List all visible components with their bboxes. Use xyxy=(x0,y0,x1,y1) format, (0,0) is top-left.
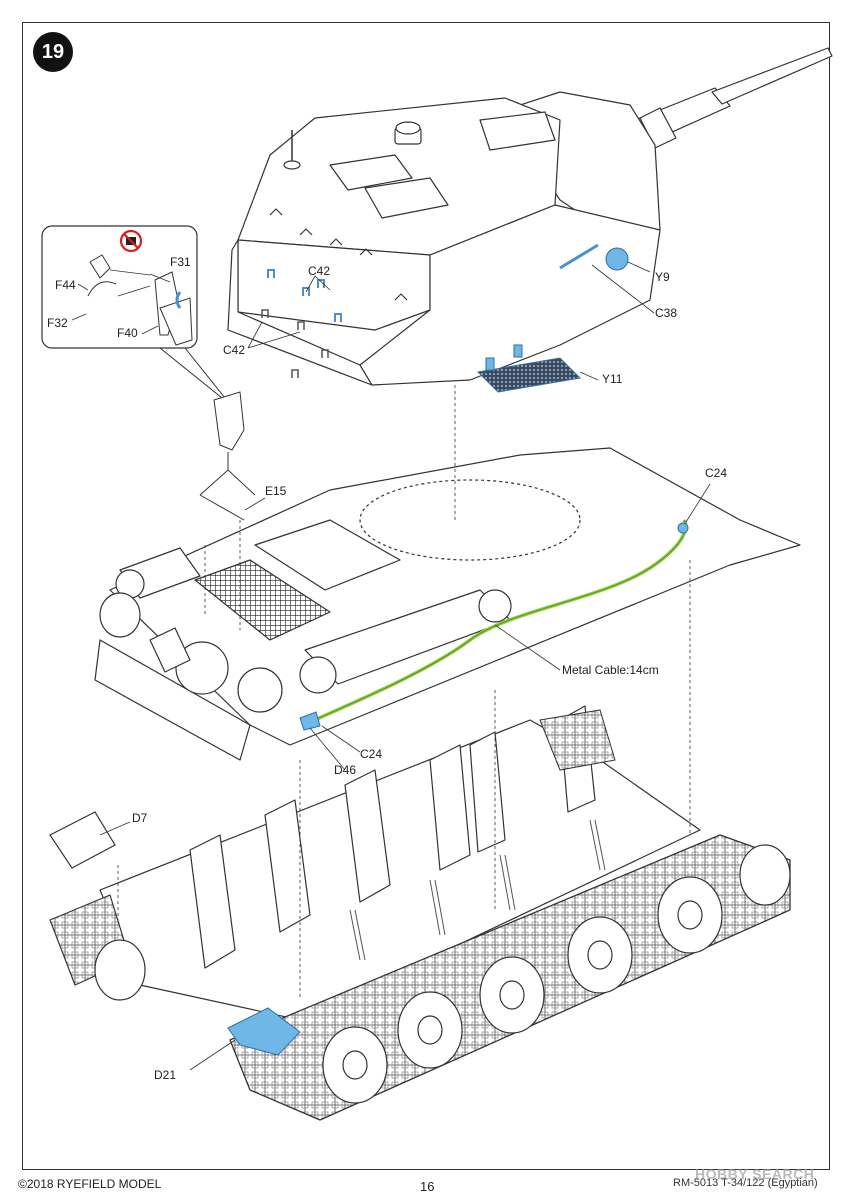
turret-ring xyxy=(359,479,581,561)
step-number: 19 xyxy=(41,40,65,63)
label-y11: Y11 xyxy=(602,372,623,386)
footer-copyright: ©2018 RYEFIELD MODEL xyxy=(18,1177,162,1191)
label-d7: D7 xyxy=(132,811,148,825)
gun-barrel xyxy=(634,47,833,149)
label-y9: Y9 xyxy=(655,270,670,284)
page-number: 16 xyxy=(420,1179,435,1194)
label-f31: F31 xyxy=(170,255,191,269)
turret xyxy=(227,47,833,386)
label-metal-cable: Metal Cable:14cm xyxy=(562,663,659,677)
label-d21: D21 xyxy=(154,1068,177,1082)
part-y9 xyxy=(605,247,629,271)
label-f32: F32 xyxy=(47,316,68,330)
label-f44: F44 xyxy=(55,278,76,292)
road-wheels xyxy=(322,844,791,1104)
label-f40: F40 xyxy=(117,326,138,340)
leader-lines xyxy=(71,261,711,1071)
label-c38: C38 xyxy=(655,306,678,320)
page-frame xyxy=(22,22,830,1170)
watermark: HOBBY SEARCH xyxy=(695,1166,815,1182)
engine-grille xyxy=(194,559,331,641)
label-c42-lower: C42 xyxy=(223,343,246,357)
label-c42-upper: C42 xyxy=(308,264,331,278)
part-c24-top xyxy=(677,522,689,534)
part-d46 xyxy=(299,711,321,731)
part-c38 xyxy=(559,243,599,270)
label-c24-bottom: C24 xyxy=(360,747,383,761)
part-d7 xyxy=(49,811,116,869)
part-e15 xyxy=(199,391,256,521)
no-glue-icon xyxy=(119,229,143,253)
step-number-badge: 19 xyxy=(33,32,73,72)
label-c24-top: C24 xyxy=(705,466,728,480)
part-y11 xyxy=(476,357,582,393)
turret-right-side xyxy=(359,204,661,386)
hull xyxy=(94,447,801,761)
detail-inset xyxy=(41,225,226,399)
label-d46: D46 xyxy=(334,763,357,777)
label-e15: E15 xyxy=(265,484,287,498)
fuel-tanks xyxy=(115,547,512,694)
part-d21 xyxy=(227,1007,301,1056)
footer-product-code: RM-5013 T-34/122 (Egyptian) xyxy=(673,1177,818,1189)
